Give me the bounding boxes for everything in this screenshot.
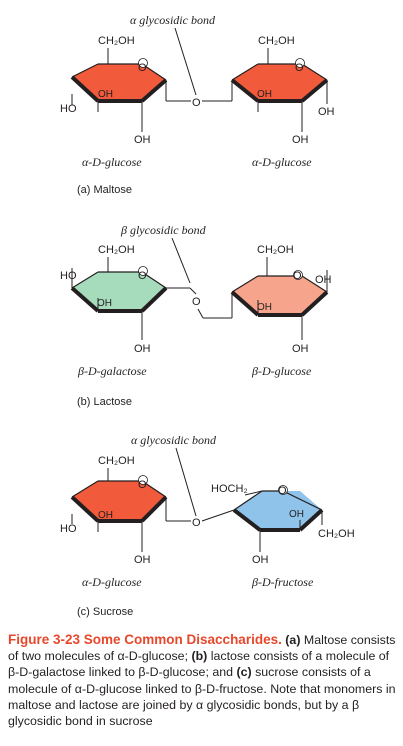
maltose-left-ch2oh: CH₂OH xyxy=(98,35,135,47)
maltose-bond-pointer xyxy=(174,27,197,96)
sucrose-right-hoch2: HOCH₂ xyxy=(211,483,248,495)
maltose-left-ring xyxy=(72,64,166,101)
lactose-right-ring-o: O xyxy=(293,270,302,282)
maltose-right-oh-inner: OH xyxy=(257,89,272,100)
maltose-right-ring xyxy=(232,64,327,101)
sucrose-left-oh-bottom: OH xyxy=(134,554,151,566)
lactose-right-oh: OH xyxy=(315,274,332,286)
lactose-left-ring-o: O xyxy=(138,270,147,282)
sucrose-right-ch2oh: CH₂OH xyxy=(318,528,355,540)
sucrose-right-oh-bottom: OH xyxy=(252,554,269,566)
sucrose-left-ch2oh: CH₂OH xyxy=(98,455,135,467)
sucrose-left-ho: HO xyxy=(60,523,77,535)
maltose-bond-label: α glycosidic bond xyxy=(130,13,216,27)
sucrose-left-name: α-D-glucose xyxy=(82,575,142,589)
sucrose-left-ring xyxy=(72,481,166,521)
lactose-panel-label: (b) Lactose xyxy=(77,396,132,408)
lactose-left-oh-inner: OH xyxy=(97,298,112,309)
lactose-bond-label: β glycosidic bond xyxy=(120,223,207,237)
sucrose-panel-label: (c) Sucrose xyxy=(77,606,133,618)
sucrose-left-oh-inner: OH xyxy=(98,510,113,521)
caption-a-tag: (a) xyxy=(285,633,301,647)
lactose-panel: β glycosidic bond O CH₂OH HO OH OH β-D-g… xyxy=(60,223,332,408)
maltose-panel-label: (a) Maltose xyxy=(77,184,132,196)
lactose-bond-pointer xyxy=(171,237,191,284)
sucrose-left-ring-o: O xyxy=(138,479,147,491)
caption-a-text: Maltose consists of two molecules of α-D… xyxy=(8,633,396,664)
sucrose-panel: α glycosidic bond O CH₂OH OH HO OH α-D-g… xyxy=(60,433,355,618)
maltose-bridge-o: O xyxy=(192,97,201,109)
maltose-left-ho: HO xyxy=(60,103,77,115)
figure-caption: Figure 3-23 Some Common Disaccharides. (… xyxy=(8,632,396,729)
maltose-right-ch2oh: CH₂OH xyxy=(258,35,295,47)
lactose-right-oh-bottom: OH xyxy=(292,343,309,355)
sucrose-bond-label: α glycosidic bond xyxy=(131,433,217,447)
caption-c-tag: (c) xyxy=(236,665,252,680)
maltose-right-oh-bottom: OH xyxy=(292,134,309,146)
sucrose-bridge-o: O xyxy=(192,517,201,529)
lactose-left-name: β-D-galactose xyxy=(77,364,147,378)
lactose-right-oh-inner: OH xyxy=(257,302,272,313)
sucrose-bond-pointer xyxy=(175,447,197,517)
lactose-left-ch2oh: CH₂OH xyxy=(98,244,135,256)
maltose-right-name: α-D-glucose xyxy=(252,155,312,169)
maltose-right-ring-o: O xyxy=(295,62,304,74)
maltose-left-ring-o: O xyxy=(138,62,147,74)
maltose-left-name: α-D-glucose xyxy=(82,155,142,169)
caption-c-text: sucrose consists of a molecule of α-D-gl… xyxy=(8,665,396,729)
lactose-bridge-o: O xyxy=(192,296,201,308)
sucrose-right-ring-o: O xyxy=(278,485,287,497)
lactose-right-ring xyxy=(232,276,327,315)
lactose-left-ho: HO xyxy=(60,270,77,282)
sucrose-right-name: β-D-fructose xyxy=(251,575,314,589)
disaccharide-diagram: α glycosidic bond O CH₂OH OH HO OH α-D-g… xyxy=(60,13,355,618)
lactose-left-oh-bottom: OH xyxy=(134,343,151,355)
lactose-left-ring xyxy=(72,272,166,311)
caption-b-text: lactose consists of a molecule of β-D-ga… xyxy=(8,649,390,680)
figure-title: Figure 3-23 Some Common Disaccharides. xyxy=(8,632,282,647)
caption-b-tag: (b) xyxy=(191,649,208,664)
maltose-right-oh: OH xyxy=(318,106,335,118)
maltose-panel: α glycosidic bond O CH₂OH OH HO OH α-D-g… xyxy=(60,13,335,196)
lactose-right-ch2oh: CH₂OH xyxy=(257,244,294,256)
maltose-left-oh-inner: OH xyxy=(98,89,113,100)
maltose-left-oh-bottom: OH xyxy=(134,134,151,146)
lactose-right-name: β-D-glucose xyxy=(251,364,312,378)
sucrose-right-oh-inner: OH xyxy=(289,509,304,520)
